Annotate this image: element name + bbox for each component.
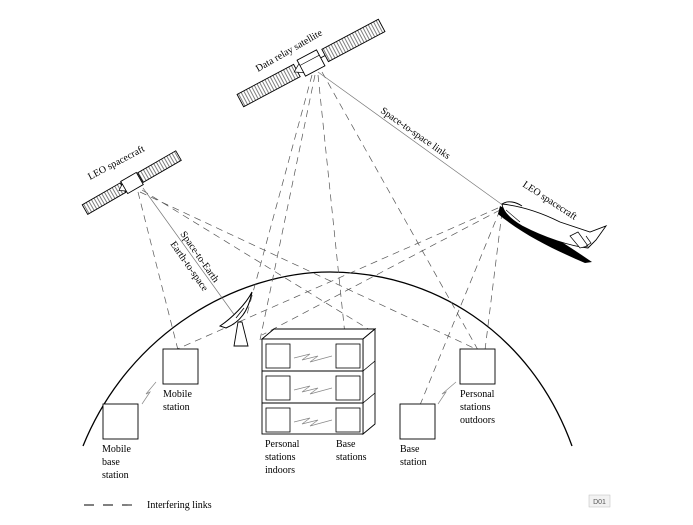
leo-spacecraft-right-shuttle: [498, 201, 608, 263]
space-to-space-link: [317, 71, 505, 207]
space-earth-link: [142, 187, 239, 321]
personal-stations-outdoors-label: Personal stations outdoors: [460, 389, 497, 426]
base-station-box: [399, 403, 436, 440]
personal-stations-outdoors-label-line-3: outdoors: [460, 415, 495, 426]
mobile-base-station-label: Mobile base station: [102, 444, 133, 481]
base-station-label-line-2: station: [400, 457, 427, 468]
mobile-station-box: [162, 348, 199, 385]
personal-stations-indoors-label: Personal stations indoors: [265, 439, 302, 476]
base-station-label-line-1: Base: [400, 444, 420, 455]
mobile-station-label: Mobile station: [163, 389, 194, 413]
figure-tag: D01: [588, 494, 611, 508]
ground-dish-antenna: [218, 291, 253, 347]
base-station-indoor-2: [335, 375, 361, 401]
earth-horizon-arc: [82, 271, 573, 447]
personal-stations-outdoors-label-line-1: Personal: [460, 389, 495, 400]
personal-stations-outdoors-label-line-2: stations: [460, 402, 491, 413]
legend: Interfering links: [84, 500, 212, 511]
mobile-station-label-line-2: station: [163, 402, 190, 413]
personal-stations-indoors-label-line-2: stations: [265, 452, 296, 463]
personal-stations-indoors-label-line-1: Personal: [265, 439, 300, 450]
base-station-label: Base station: [400, 444, 427, 468]
figure-tag-label: D01: [593, 499, 606, 506]
mobile-base-station-label-line-2: base: [102, 457, 120, 468]
personal-station-indoor-3: [265, 407, 291, 433]
base-stations-label-line-1: Base: [336, 439, 356, 450]
personal-station-indoor-2: [265, 375, 291, 401]
mobile-base-station-box: [102, 403, 139, 440]
leo-spacecraft-left: [81, 150, 182, 215]
outdoor-link-zigzag: [437, 381, 457, 405]
figure-tag-box: [588, 494, 611, 508]
mobile-base-station-label-line-3: station: [102, 470, 129, 481]
base-stations-label: Base stations: [336, 439, 367, 463]
space-to-space-links-label: Space-to-space links: [378, 105, 452, 161]
mobile-link-zigzag: [141, 381, 157, 405]
personal-stations-outdoors-box: [459, 348, 496, 385]
mobile-station-label-line-1: Mobile: [163, 389, 192, 400]
personal-stations-indoors-label-line-3: indoors: [265, 465, 295, 476]
mobile-base-station-label-line-1: Mobile: [102, 444, 131, 455]
data-relay-satellite: [236, 18, 386, 108]
base-stations-label-line-2: stations: [336, 452, 367, 463]
base-station-indoor-3: [335, 407, 361, 433]
base-station-indoor-1: [335, 343, 361, 369]
building: [260, 328, 377, 435]
legend-label: Interfering links: [147, 500, 212, 511]
personal-station-indoor-1: [265, 343, 291, 369]
